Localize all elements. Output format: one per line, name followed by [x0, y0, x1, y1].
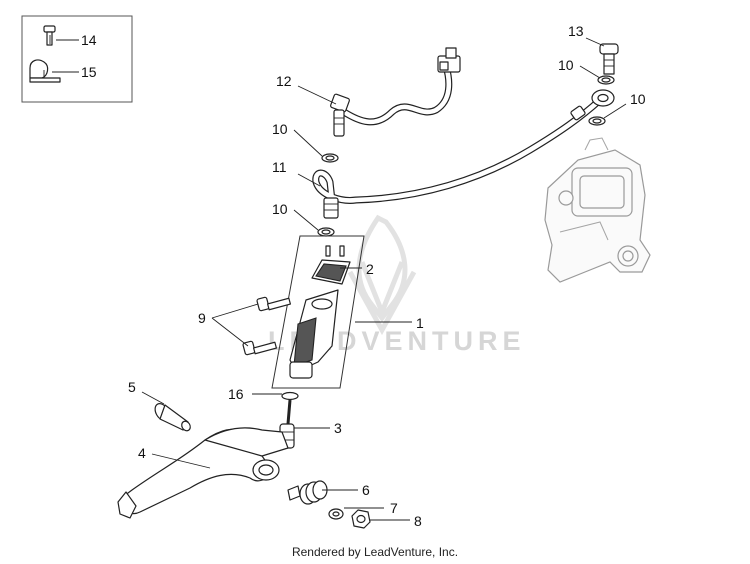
washer-10-d — [588, 116, 606, 126]
banjo-fitting-caliper — [570, 89, 615, 121]
callout-16: 16 — [228, 386, 244, 402]
brake-hose-main — [312, 96, 604, 204]
callout-12: 12 — [276, 73, 292, 89]
reservoir-cap-2 — [311, 245, 351, 285]
brake-caliper — [544, 137, 651, 283]
callout-10-d: 10 — [630, 91, 646, 107]
clamp-15 — [29, 59, 61, 83]
callout-10-c: 10 — [558, 57, 574, 73]
footer-credit: Rendered by LeadVenture, Inc. — [292, 545, 458, 559]
callout-11: 11 — [272, 159, 287, 175]
callout-7: 7 — [390, 500, 398, 516]
callout-4: 4 — [138, 445, 146, 461]
banjo-fitting-lower — [323, 197, 339, 219]
banjo-bolt-13 — [599, 43, 619, 75]
callout-1: 1 — [416, 315, 424, 331]
callout-3: 3 — [334, 420, 342, 436]
brake-pedal-4 — [117, 427, 289, 519]
legend-box: 14 15 — [21, 15, 133, 103]
washer-10-c — [597, 75, 615, 85]
leader-lines — [141, 37, 627, 521]
watermark-logo — [347, 214, 417, 336]
callout-10-a: 10 — [272, 121, 288, 137]
callout-5: 5 — [128, 379, 136, 395]
callout-6: 6 — [362, 482, 370, 498]
callout-2: 2 — [366, 261, 374, 277]
washer-10-b — [317, 227, 335, 237]
pivot-pin-5 — [154, 403, 191, 432]
bolt-9-a — [256, 296, 292, 312]
brake-hose-upper — [340, 62, 453, 126]
washer-10-a — [321, 153, 339, 163]
o-ring-16 — [281, 391, 299, 401]
hose-connector-top — [437, 47, 461, 73]
callout-15: 15 — [81, 64, 97, 80]
banjo-fitting-12 — [330, 93, 350, 137]
callout-8: 8 — [414, 513, 422, 529]
callouts: 1 2 3 4 5 6 7 8 9 10 10 10 10 11 12 13 1… — [128, 23, 646, 529]
master-cylinder-body — [289, 289, 339, 379]
callout-14: 14 — [81, 32, 97, 48]
nut-8 — [351, 509, 371, 529]
callout-13: 13 — [568, 23, 584, 39]
callout-9: 9 — [198, 310, 206, 326]
washer-7 — [328, 508, 344, 520]
screw-14 — [43, 25, 56, 46]
callout-10-b: 10 — [272, 201, 288, 217]
master-cylinder-box — [271, 235, 365, 389]
spring-6 — [287, 480, 328, 505]
